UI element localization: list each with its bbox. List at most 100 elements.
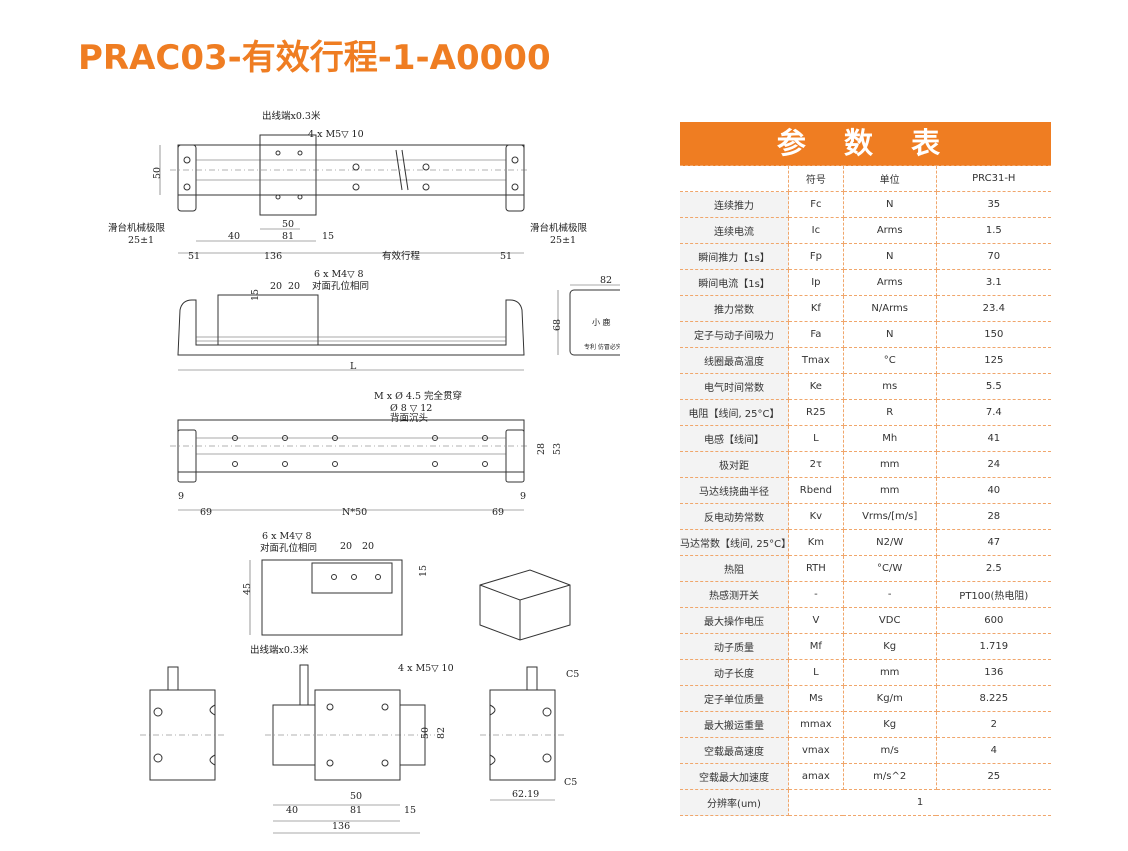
value-cell: 2: [936, 711, 1051, 738]
bottom-40: 40: [286, 805, 298, 816]
detail-20b: 20: [362, 541, 374, 552]
unit-cell: °C/W: [843, 555, 937, 582]
holes-base-2: Ø 8 ▽ 12: [390, 403, 432, 414]
value-cell: 8.225: [936, 685, 1051, 712]
param-name-cell: 连续推力: [680, 191, 789, 218]
param-name-cell: 线圈最高温度: [680, 347, 789, 374]
value-cell: 3.1: [936, 269, 1051, 296]
page-title: PRAC03-有效行程-1-A0000: [78, 38, 551, 78]
top-view: 出线端x0.3米 4 x M5▽ 10 50 50 81 40 15 51 13…: [108, 110, 588, 262]
unit-cell: Kg/m: [843, 685, 937, 712]
symbol-cell: Fp: [788, 243, 844, 270]
value-cell: 24: [936, 451, 1051, 478]
dim-20b: 20: [288, 281, 300, 292]
param-name-cell: 分辨率(um): [680, 789, 789, 816]
slider-detail-view: 6 x M4▽ 8 对面孔位相同 20 20 15 45: [242, 531, 571, 641]
value-cell: PT100(热电阻): [936, 581, 1051, 608]
dim-effective: 有效行程: [382, 250, 421, 262]
unit-cell: Arms: [843, 269, 937, 296]
dim-51-left: 51: [188, 251, 200, 262]
holes-side-note: 对面孔位相同: [312, 280, 369, 292]
symbol-cell: Rbend: [788, 477, 844, 504]
unit-cell: N: [843, 191, 937, 218]
end-view-right: C5 C5 62.19: [480, 666, 579, 801]
table-row: 热感测开关--PT100(热电阻): [680, 581, 1051, 608]
param-name-cell: 连续电流: [680, 217, 789, 244]
param-name-cell: 定子单位质量: [680, 685, 789, 712]
symbol-cell: mmax: [788, 711, 844, 738]
symbol-cell: Km: [788, 529, 844, 556]
dim-9a: 9: [178, 491, 184, 502]
param-name-cell: 电阻【线间, 25°C】: [680, 399, 789, 426]
dim-20a: 20: [270, 281, 282, 292]
symbol-cell: Ke: [788, 373, 844, 400]
symbol-cell: V: [788, 607, 844, 634]
dim-69-right: 69: [492, 507, 504, 518]
symbol-cell: Fa: [788, 321, 844, 348]
param-name-cell: 马达常数【线间, 25°C】: [680, 529, 791, 556]
bottom-15: 15: [404, 805, 416, 816]
param-name-cell: 瞬间推力【1s】: [680, 243, 789, 270]
holes-base: M x Ø 4.5 完全贯穿: [374, 390, 462, 402]
symbol-cell: L: [788, 659, 844, 686]
col-header-blank: [680, 165, 789, 192]
unit-cell: VDC: [843, 607, 937, 634]
value-cell: 4: [936, 737, 1051, 764]
value-cell: 40: [936, 477, 1051, 504]
bottom-81: 81: [350, 805, 362, 816]
unit-cell: N/Arms: [843, 295, 937, 322]
endcap-text-1: 小 鹿: [592, 317, 611, 327]
symbol-cell: Kv: [788, 503, 844, 530]
dim-69-left: 69: [200, 507, 212, 518]
endcap-text-2: 专利 仿冒必究: [584, 343, 620, 351]
symbol-cell: 2τ: [788, 451, 844, 478]
limit-right-val: 25±1: [550, 235, 576, 246]
symbol-cell: RTH: [788, 555, 844, 582]
side-view: 6 x M4▽ 8 对面孔位相同 20 20 15 L 82 68 小 鹿 专利…: [177, 269, 620, 372]
holes-top: 4 x M5▽ 10: [308, 129, 364, 140]
symbol-cell: -: [788, 581, 844, 608]
bottom-50-v: 50: [420, 727, 431, 739]
dim-L: L: [350, 361, 357, 372]
unit-cell: Mh: [843, 425, 937, 452]
symbol-cell: Ms: [788, 685, 844, 712]
param-name-cell: 瞬间电流【1s】: [680, 269, 789, 296]
value-cell: 1.5: [936, 217, 1051, 244]
param-name-cell: 电气时间常数: [680, 373, 789, 400]
limit-left: 滑台机械极限: [108, 222, 166, 234]
param-name-cell: 推力常数: [680, 295, 789, 322]
holes-side: 6 x M4▽ 8: [314, 269, 364, 280]
param-name-cell: 空载最大加速度: [680, 763, 789, 790]
dim-82: 82: [600, 275, 612, 286]
technical-drawing: 出线端x0.3米 4 x M5▽ 10 50 50 81 40 15 51 13…: [108, 110, 620, 834]
param-name-cell: 热阻: [680, 555, 789, 582]
chamfer-1: C5: [566, 669, 579, 680]
unit-cell: m/s^2: [843, 763, 937, 790]
unit-cell: Kg: [843, 711, 937, 738]
bottom-136: 136: [332, 821, 350, 832]
dim-40: 40: [228, 231, 240, 242]
param-name-cell: 最大操作电压: [680, 607, 789, 634]
dim-50-v: 50: [152, 167, 163, 179]
dim-15: 15: [322, 231, 334, 242]
unit-cell: Kg: [843, 633, 937, 660]
symbol-cell: Mf: [788, 633, 844, 660]
bottom-50-h: 50: [350, 791, 362, 802]
table-row: 分辨率(um)1: [680, 789, 1051, 816]
limit-right: 滑台机械极限: [530, 222, 588, 234]
unit-cell: ms: [843, 373, 937, 400]
param-name-cell: 空载最高速度: [680, 737, 789, 764]
unit-cell: mm: [843, 451, 937, 478]
value-cell: 41: [936, 425, 1051, 452]
value-cell: 70: [936, 243, 1051, 270]
